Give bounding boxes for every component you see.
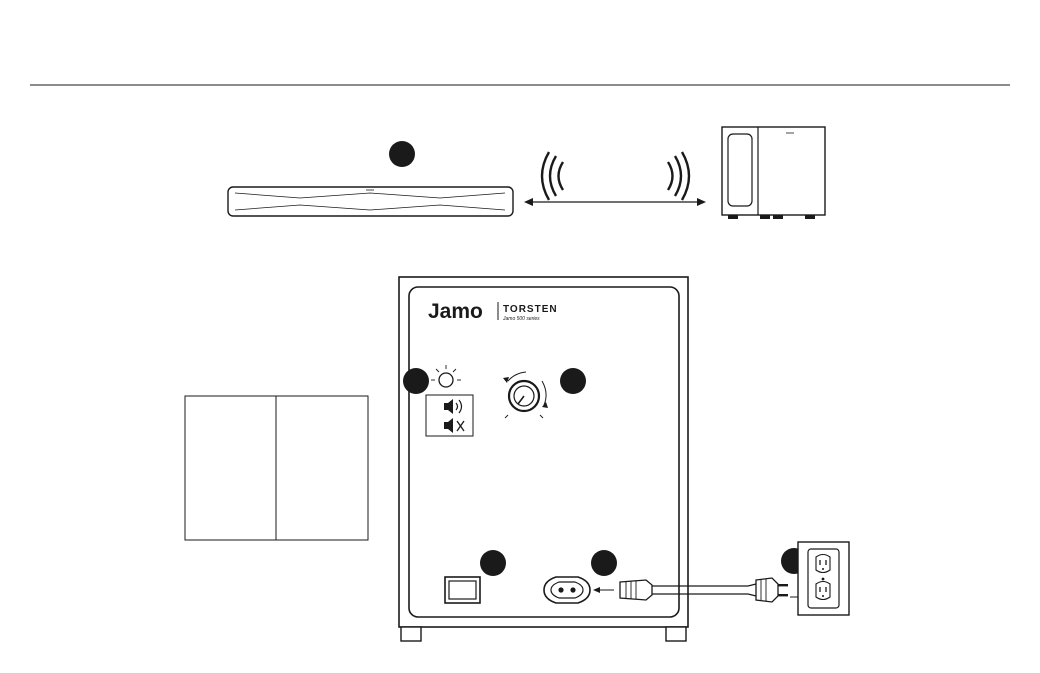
power-switch-icon: [445, 577, 480, 603]
power-plug-icon: [756, 578, 788, 602]
spec-table: [185, 396, 368, 540]
brand-series: Jamo 500 series: [502, 316, 540, 322]
wireless-signal-icon: [542, 152, 689, 200]
pairing-arrow: [524, 198, 706, 206]
subwoofer-front: [722, 127, 825, 219]
ac-inlet-icon: [544, 577, 590, 603]
callout-marker-1: [389, 141, 415, 167]
brand-model: TORSTEN: [503, 304, 558, 315]
callout-marker-5: [591, 550, 617, 576]
wall-outlet-icon: [798, 542, 849, 615]
callout-marker-2: [403, 368, 429, 394]
callout-marker-4: [480, 550, 506, 576]
soundbar: [228, 187, 513, 216]
brand-logo: Jamo: [428, 300, 483, 323]
callout-marker-3: [560, 368, 586, 394]
